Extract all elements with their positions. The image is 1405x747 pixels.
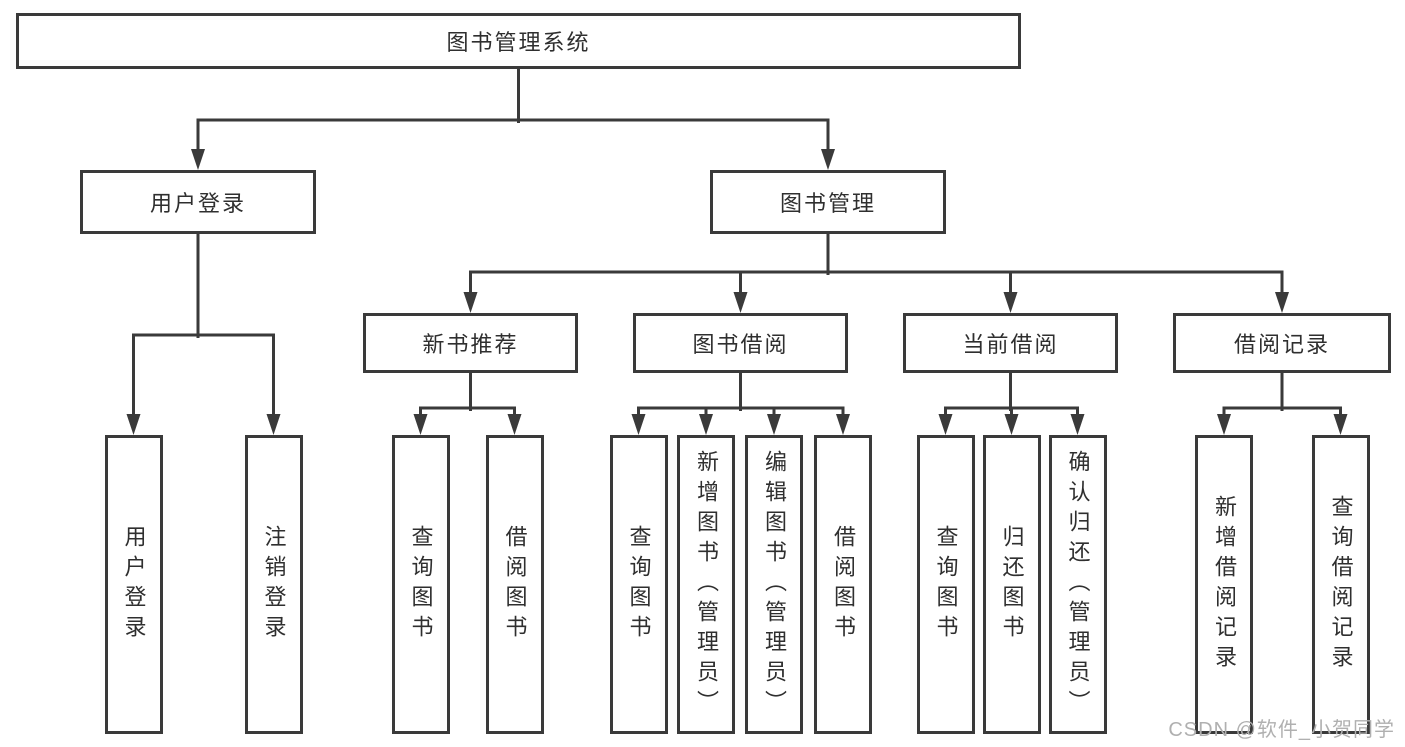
leaf-query-borrow-record: 查询借阅记录 [1311, 435, 1370, 734]
leaf-confirm-return: 确认归还（管理员） [1048, 435, 1107, 734]
leaf-query-book-1-label: 查询图书 [408, 524, 434, 645]
leaf-add-borrow-record: 新增借阅记录 [1195, 435, 1253, 734]
node-root-label: 图书管理系统 [446, 30, 591, 55]
leaf-query-book-3-label: 查询图书 [933, 524, 959, 645]
leaf-query-book-1: 查询图书 [391, 435, 450, 734]
node-root: 图书管理系统 [16, 13, 1021, 69]
leaf-query-book-2-label: 查询图书 [626, 524, 652, 645]
leaf-query-book-2: 查询图书 [609, 435, 668, 734]
node-current-borrowing-label: 当前借阅 [962, 332, 1059, 357]
leaf-user-login-label: 用户登录 [121, 524, 147, 645]
leaf-add-book: 新增图书（管理员） [677, 435, 735, 734]
leaf-query-borrow-record-label: 查询借阅记录 [1328, 494, 1354, 675]
leaf-confirm-return-label: 确认归还（管理员） [1065, 449, 1091, 720]
node-new-book-recommend-label: 新书推荐 [422, 332, 519, 357]
leaf-return-book-label: 归还图书 [999, 524, 1025, 645]
node-borrowing-records: 借阅记录 [1173, 313, 1391, 373]
node-book-borrowing-label: 图书借阅 [692, 332, 789, 357]
leaf-edit-book-label: 编辑图书（管理员） [762, 449, 787, 720]
node-book-borrowing: 图书借阅 [633, 313, 848, 373]
node-new-book-recommend: 新书推荐 [363, 313, 578, 373]
csdn-watermark: CSDN @软件_小贺同学 [1168, 719, 1395, 741]
node-current-borrowing: 当前借阅 [903, 313, 1118, 373]
node-borrowing-records-label: 借阅记录 [1233, 332, 1330, 357]
leaf-borrow-book-2-label: 借阅图书 [831, 524, 856, 645]
node-book-management-label: 图书管理 [779, 191, 876, 216]
node-user-login-label: 用户登录 [149, 191, 246, 216]
leaf-borrow-book-2: 借阅图书 [814, 435, 872, 734]
leaf-edit-book: 编辑图书（管理员） [745, 435, 803, 734]
leaf-logout: 注销登录 [244, 435, 303, 734]
leaf-borrow-book-1-label: 借阅图书 [502, 524, 528, 645]
leaf-borrow-book-1: 借阅图书 [485, 435, 544, 734]
leaf-query-book-3: 查询图书 [916, 435, 975, 734]
leaf-add-borrow-record-label: 新增借阅记录 [1212, 494, 1237, 675]
leaf-return-book: 归还图书 [982, 435, 1041, 734]
node-user-login: 用户登录 [80, 170, 316, 234]
leaf-user-login: 用户登录 [104, 435, 163, 734]
node-book-management: 图书管理 [710, 170, 946, 234]
leaf-logout-label: 注销登录 [261, 524, 287, 645]
leaf-add-book-label: 新增图书（管理员） [694, 449, 719, 720]
